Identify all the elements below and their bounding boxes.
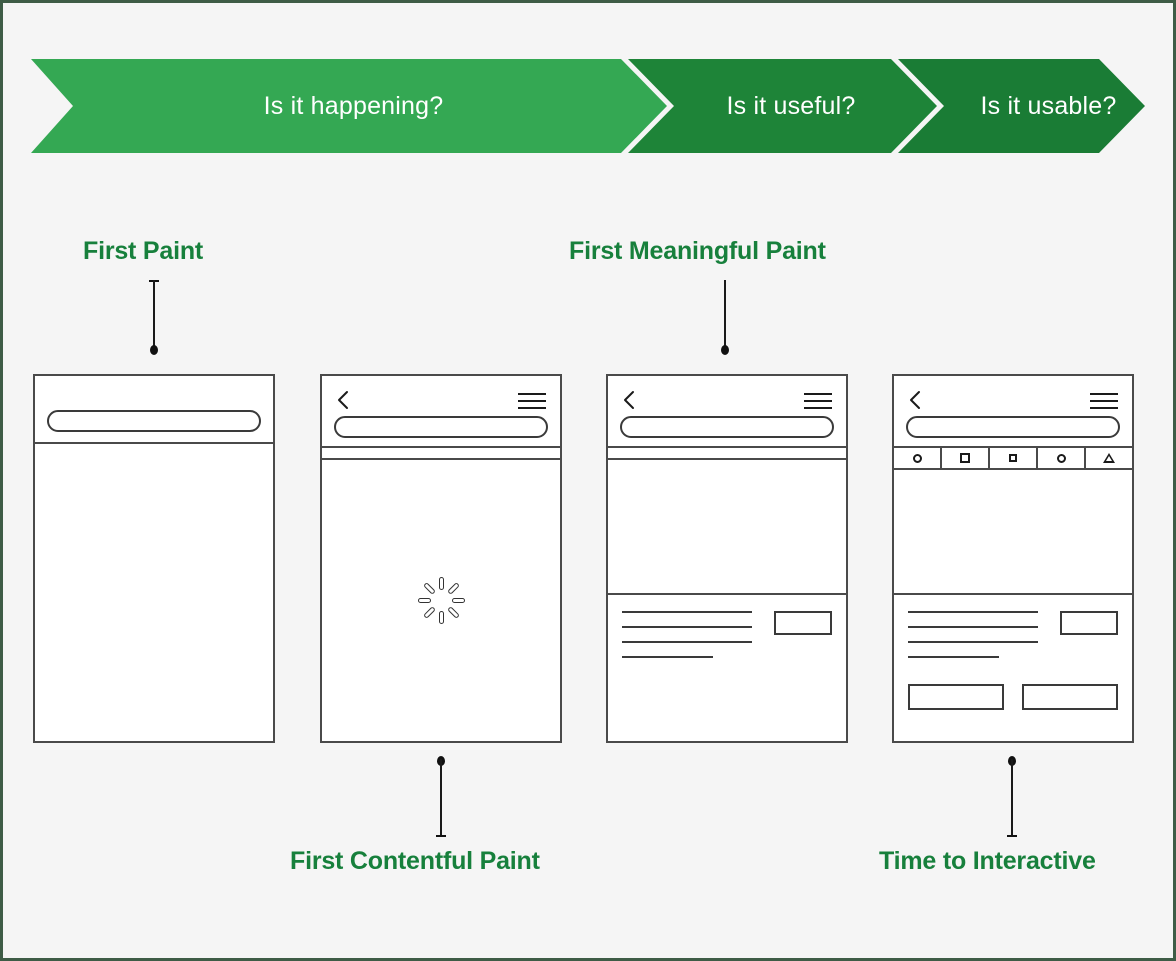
leader-cap [436,835,446,837]
action-button-left[interactable] [908,684,1004,710]
menu-bar [518,407,546,409]
text-line [908,626,1038,628]
header-strip [608,448,846,460]
metric-label-first-paint: First Paint [83,237,204,265]
text-line [622,641,752,643]
back-chevron-icon[interactable] [622,390,636,410]
back-chevron-icon[interactable] [336,390,350,410]
phone-body-loading [322,460,560,741]
search-bar[interactable] [620,416,834,438]
spinner-spoke [438,577,444,590]
hamburger-menu-icon[interactable] [518,393,546,409]
content-block [608,593,846,741]
leader-stem [153,280,155,352]
content-spacer [608,460,846,593]
tab-bar [894,448,1132,470]
phase-chevron-2 [628,59,937,153]
phase-label-usable: Is it usable? [980,92,1117,120]
tab-item-3[interactable] [990,448,1038,468]
text-line [908,656,999,658]
leader-line-first-paint [148,280,160,355]
content-spacer [894,470,1132,593]
phase-chevron-1 [31,59,667,153]
metric-label-first-meaningful-paint: First Meaningful Paint [569,237,826,265]
metric-label-first-contentful-paint: First Contentful Paint [290,847,540,875]
small-square-icon [1009,454,1017,462]
phase-chevron-3 [898,59,1145,153]
menu-bar [804,393,832,395]
action-buttons [908,684,1118,710]
text-line [622,656,713,658]
phase-label-useful: Is it useful? [726,92,856,120]
phase-label-happening: Is it happening? [263,92,444,120]
tab-item-5[interactable] [1086,448,1132,468]
spinner-spoke [446,582,460,595]
phase-banner-shapes [31,59,1145,153]
leader-dot [150,345,158,355]
menu-bar [1090,400,1118,402]
phone-header [322,376,560,448]
leader-line-first-contentful-paint [435,756,447,837]
text-line [908,641,1038,643]
text-placeholder-lines [622,611,752,658]
phone-mockup-first-paint [33,374,275,743]
triangle-icon [1103,453,1115,463]
text-line [622,626,752,628]
leader-dot [721,345,729,355]
phone-mockup-time-to-interactive [892,374,1134,743]
tab-item-2[interactable] [942,448,990,468]
spinner-spoke [438,611,444,624]
phone-body-blank [35,444,273,741]
circle-icon [912,453,922,463]
hamburger-menu-icon[interactable] [804,393,832,409]
text-placeholder-lines [908,611,1038,658]
hamburger-menu-icon[interactable] [1090,393,1118,409]
search-bar[interactable] [906,416,1120,438]
phone-mockup-first-meaningful-paint [606,374,848,743]
menu-bar [1090,407,1118,409]
menu-bar [804,400,832,402]
circle-icon [1056,453,1066,463]
tab-item-4[interactable] [1038,448,1086,468]
back-chevron-icon[interactable] [908,390,922,410]
text-line [622,611,752,613]
image-placeholder [774,611,832,635]
metric-label-time-to-interactive: Time to Interactive [879,847,1096,875]
menu-bar [518,400,546,402]
phone-header [608,376,846,448]
phase-banner: Is it happening? Is it useful? Is it usa… [31,59,1145,153]
phone-header [894,376,1132,448]
menu-bar [804,407,832,409]
square-icon [960,453,970,463]
phone-header [35,376,273,444]
loading-spinner-icon [417,577,465,625]
leader-line-first-meaningful-paint [719,280,731,355]
action-button-right[interactable] [1022,684,1118,710]
content-row [622,611,832,658]
spinner-spoke [422,582,436,595]
text-line [908,611,1038,613]
leader-stem [440,759,442,837]
phone-mockup-first-contentful-paint [320,374,562,743]
leader-cap [1007,835,1017,837]
menu-bar [518,393,546,395]
spinner-spoke [422,606,436,619]
tab-item-1[interactable] [894,448,942,468]
leader-line-time-to-interactive [1006,756,1018,837]
menu-bar [1090,393,1118,395]
spinner-spoke [446,606,460,619]
leader-stem [1011,759,1013,837]
header-strip [322,448,560,460]
search-bar[interactable] [47,410,261,432]
image-placeholder [1060,611,1118,635]
search-bar[interactable] [334,416,548,438]
leader-stem [724,280,726,352]
spinner-spoke [451,598,465,603]
content-block [894,593,1132,741]
content-row [908,611,1118,658]
spinner-spoke [417,598,431,603]
